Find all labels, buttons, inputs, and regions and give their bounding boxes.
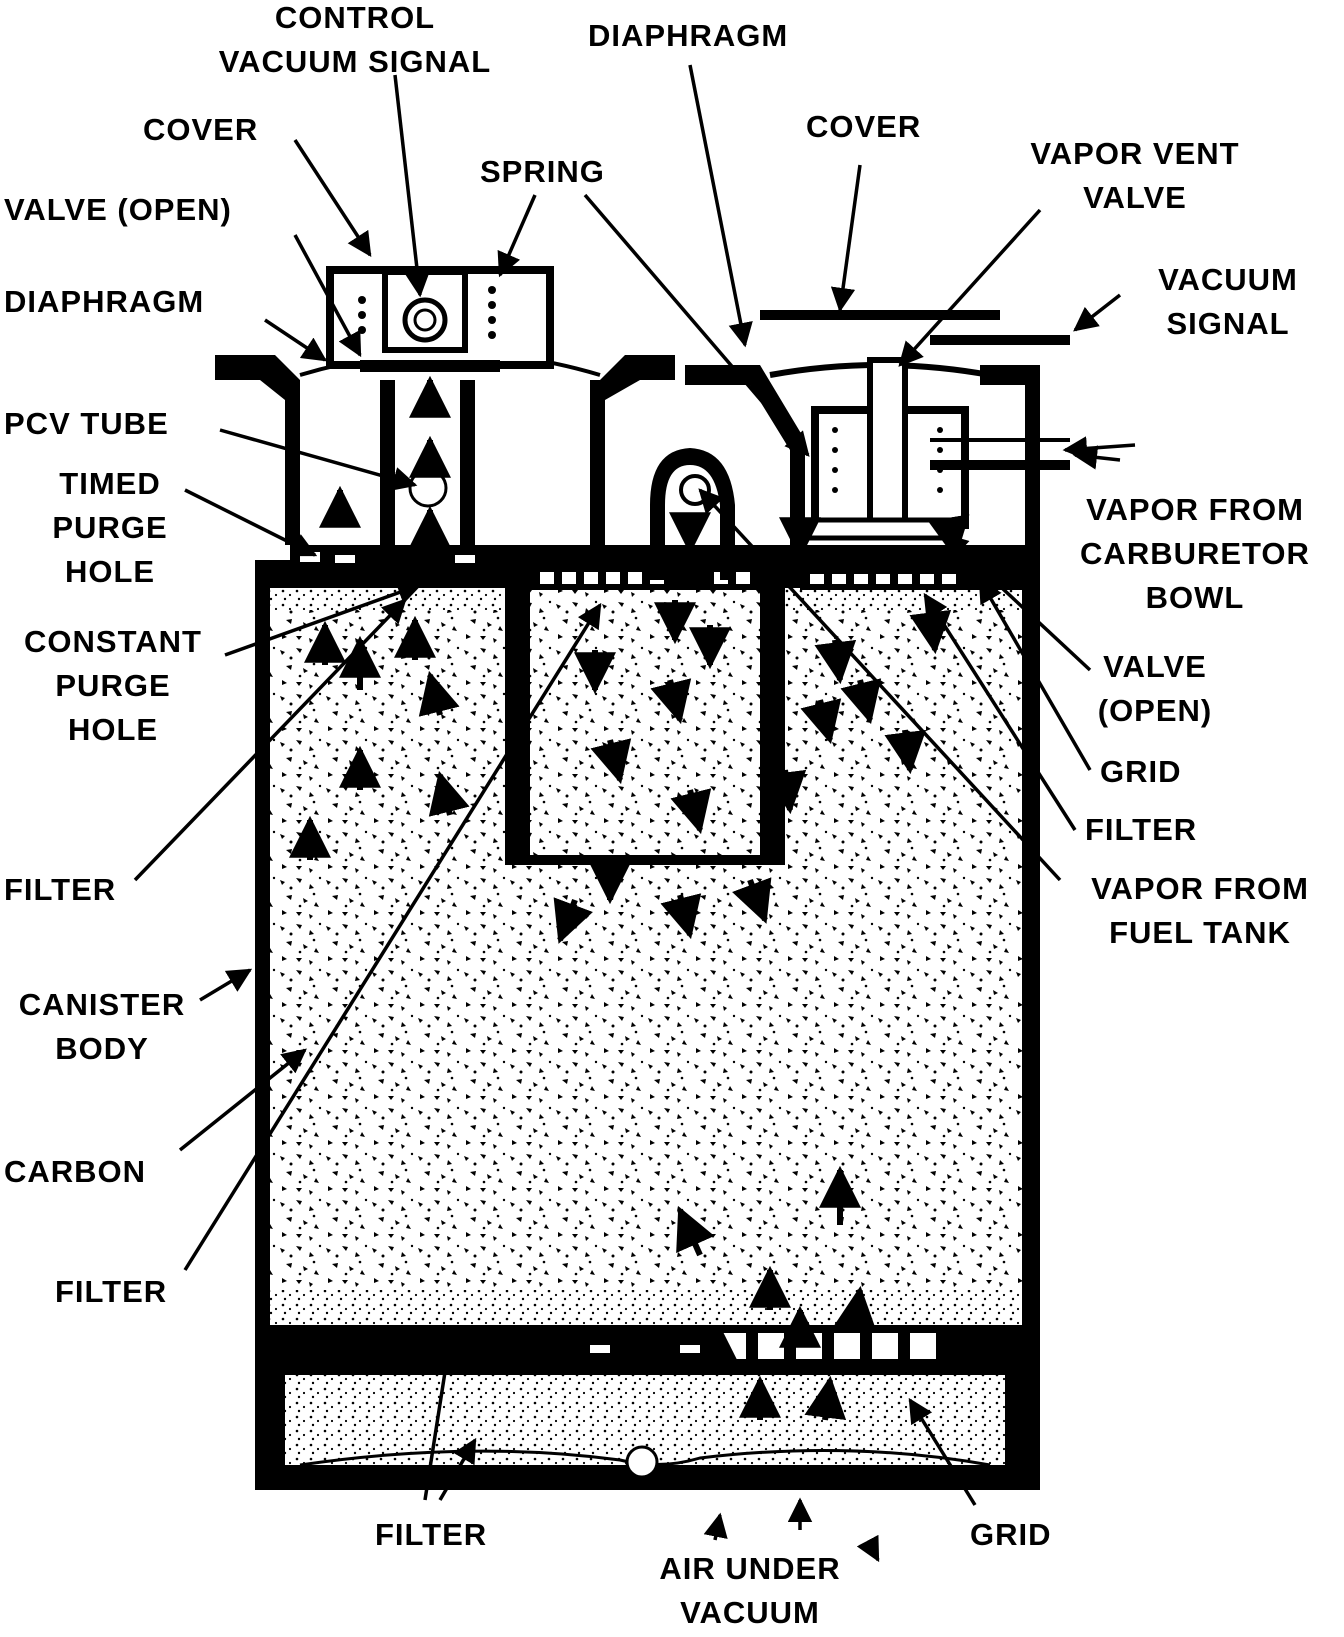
label-vapor-from-carburetor-bowl: VAPOR FROM CARBURETOR BOWL: [1080, 492, 1310, 615]
leader-diaphragm-left: [264, 318, 328, 362]
label-timed-purge-hole: TIMED PURGE HOLE: [52, 466, 168, 589]
label-control-vacuum-signal: CONTROL VACUUM SIGNAL: [218, 0, 492, 79]
label-diaphragm-left: DIAPHRAGM: [4, 284, 205, 319]
leader-vacuum-signal: [1073, 293, 1122, 332]
leader-cover-left: [293, 139, 372, 258]
label-pcv-tube: PCV TUBE: [4, 406, 169, 441]
label-grid-bottom: GRID: [970, 1517, 1052, 1552]
label-filter-left-1: FILTER: [4, 872, 117, 907]
leader-vapor-from-carb: [1062, 436, 1136, 461]
label-vapor-vent-valve: VAPOR VENT VALVE: [1030, 136, 1240, 215]
leader-spring-right: [583, 193, 810, 457]
leader-vapor-vent-valve: [898, 208, 1042, 367]
leader-vacuum-signal-2: [1072, 445, 1121, 470]
label-grid-right: GRID: [1100, 754, 1182, 789]
leader-canister-body: [199, 968, 253, 1002]
leader-spring-left: [497, 194, 537, 278]
label-carbon: CARBON: [4, 1154, 147, 1189]
leader-filter-left-2: [183, 602, 602, 1271]
label-diaphragm-top: DIAPHRAGM: [588, 18, 789, 53]
leader-vapor-fuel-tank: [698, 488, 1062, 882]
leader-control-vacuum-signal: [393, 74, 430, 298]
label-filter-right: FILTER: [1085, 812, 1198, 847]
label-filter-bottom: FILTER: [375, 1517, 488, 1552]
label-spring: SPRING: [480, 154, 605, 189]
leader-filter-right: [923, 592, 1077, 831]
label-vacuum-signal: VACUUM SIGNAL: [1158, 262, 1298, 341]
label-valve-open-right: VALVE (OPEN): [1097, 649, 1213, 728]
label-canister-body: CANISTER BODY: [18, 987, 186, 1066]
label-vapor-from-fuel-tank: VAPOR FROM FUEL TANK: [1091, 871, 1309, 950]
label-cover-left: COVER: [143, 112, 259, 147]
leader-filter-bottom-2: [438, 1437, 477, 1501]
leader-grid-right: [978, 577, 1092, 771]
leader-valve-open-right: [943, 533, 1092, 672]
leader-valve-open-left: [293, 234, 362, 358]
leader-air-3: [856, 1534, 880, 1563]
leader-cover-right: [830, 164, 862, 313]
label-valve-open-left: VALVE (OPEN): [4, 192, 232, 227]
label-air-under-vacuum: AIR UNDER VACUUM: [659, 1551, 841, 1630]
leader-filter-left-1: [133, 598, 407, 882]
leader-constant-purge: [224, 580, 423, 657]
leader-timed-purge: [184, 488, 318, 557]
leader-pcv-tube: [219, 428, 418, 491]
leader-air-1: [703, 1512, 728, 1541]
leader-filter-bottom-1: [423, 1337, 459, 1501]
label-filter-left-2: FILTER: [55, 1274, 168, 1309]
leader-grid-bottom: [908, 1397, 977, 1506]
leader-carbon: [178, 1048, 307, 1152]
label-cover-right: COVER: [806, 109, 922, 144]
leader-diaphragm-top: [688, 64, 753, 348]
label-constant-purge-hole: CONSTANT PURGE HOLE: [24, 624, 202, 747]
